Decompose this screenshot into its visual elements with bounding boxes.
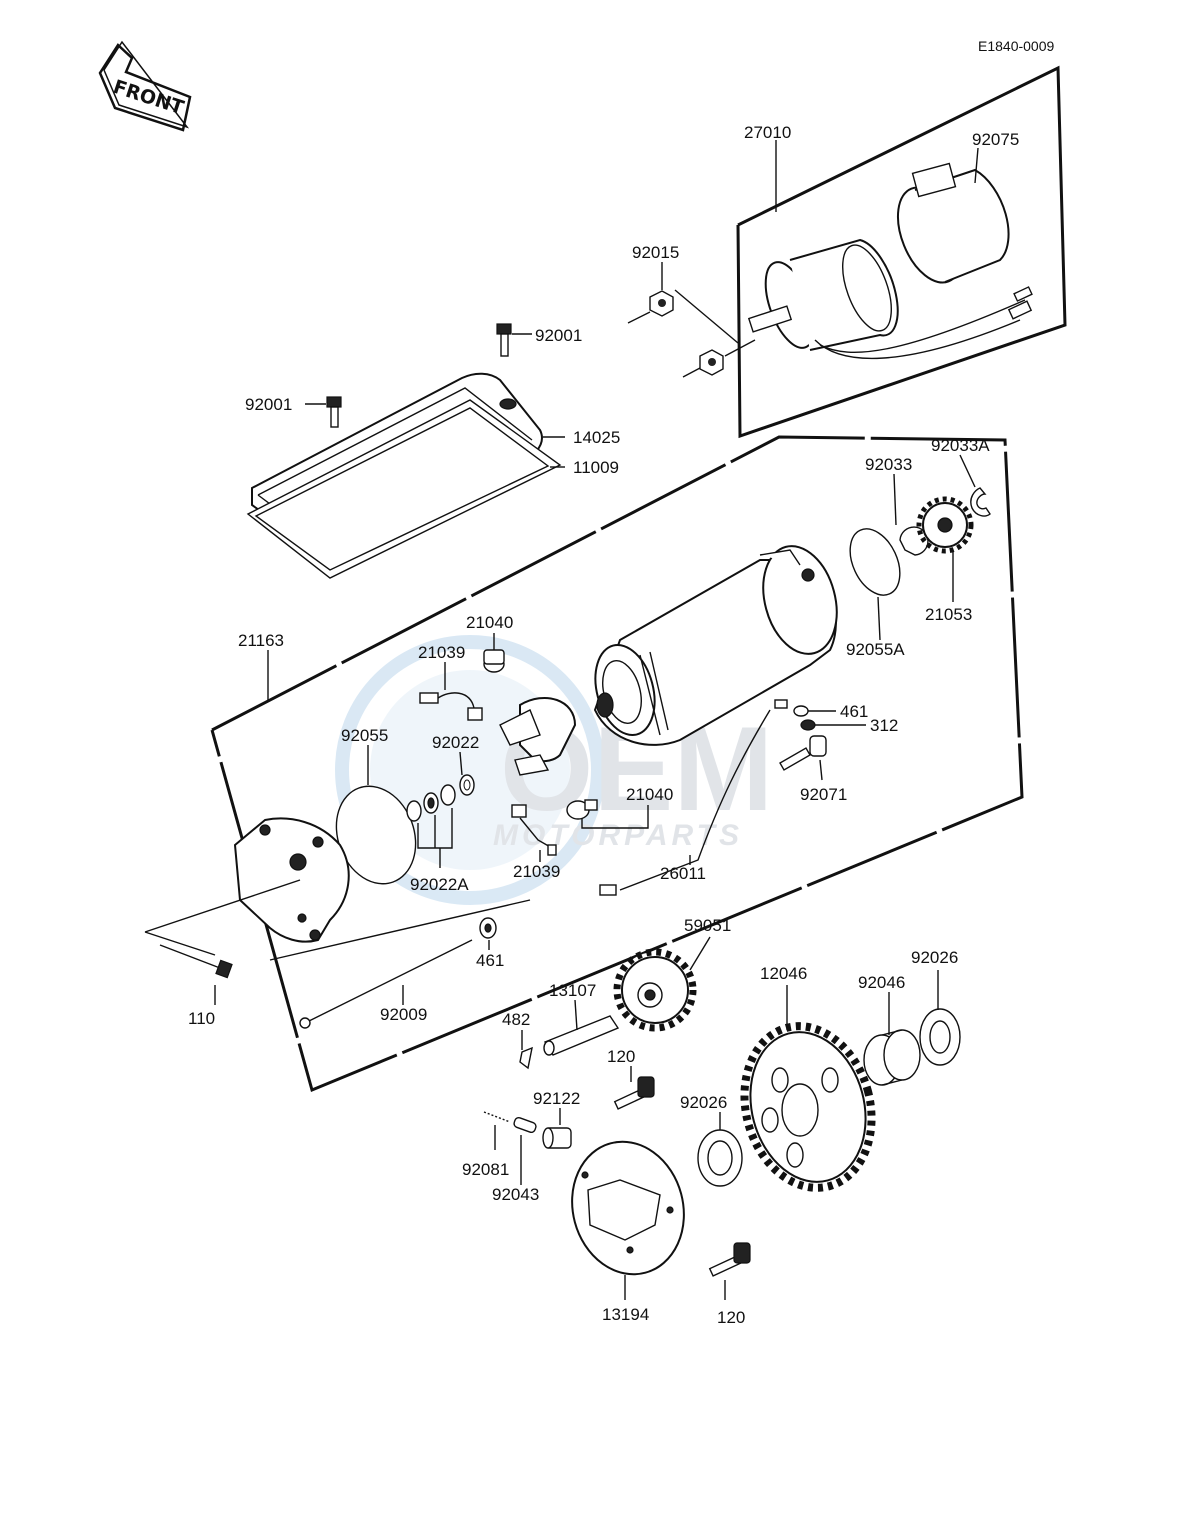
screw-120-bottom [708, 1242, 751, 1277]
pin-92043 [513, 1116, 537, 1134]
brush-holder-21040-top [483, 649, 505, 673]
starter-motor [593, 545, 838, 746]
front-arrow-icon: FRONT [98, 40, 192, 132]
starter-relay [747, 238, 1033, 360]
washers-92022A [406, 784, 456, 822]
label-21039-bottom: 21039 [513, 862, 560, 881]
label-92043: 92043 [492, 1185, 539, 1204]
label-482: 482 [502, 1010, 530, 1029]
label-92001-left: 92001 [245, 395, 292, 414]
label-92081: 92081 [462, 1160, 509, 1179]
sprocket-12046 [740, 1022, 876, 1192]
idle-gear-59051 [613, 948, 697, 1032]
label-14025: 14025 [573, 428, 620, 447]
end-cover [233, 817, 350, 943]
leader-92075 [974, 147, 979, 184]
roller-92122 [542, 1127, 572, 1149]
label-92026-middle: 92026 [680, 1093, 727, 1112]
label-110: 110 [188, 1009, 215, 1028]
label-21053: 21053 [925, 605, 972, 624]
through-bolt-92009 [299, 939, 473, 1029]
starter-frame [210, 435, 1024, 1093]
nut-461-bottom [479, 917, 497, 939]
label-92033: 92033 [865, 455, 912, 474]
bolt-110 [159, 944, 233, 979]
needle-bearing-92046 [863, 1029, 921, 1086]
terminal-bolt-92071 [779, 735, 827, 771]
brush-21039-top [419, 692, 483, 721]
label-92075: 92075 [972, 130, 1019, 149]
label-120-top: 120 [607, 1047, 635, 1066]
label-92009: 92009 [380, 1005, 427, 1024]
label-21039-top: 21039 [418, 643, 465, 662]
label-461-bottom: 461 [476, 951, 504, 970]
label-92046: 92046 [858, 973, 905, 992]
pinion-gear-21053 [916, 496, 974, 554]
label-92022A: 92022A [410, 875, 469, 894]
relay-frame [736, 65, 1067, 439]
label-92001-top: 92001 [535, 326, 582, 345]
label-92022: 92022 [432, 733, 479, 752]
label-92015: 92015 [632, 243, 679, 262]
label-92033A: 92033A [931, 436, 990, 455]
relay-boot [896, 162, 1010, 284]
label-92055A: 92055A [846, 640, 905, 659]
label-21040-bottom: 21040 [626, 785, 673, 804]
watermark-subtitle: MOTORPARTS [493, 819, 743, 852]
o-ring-92055A [849, 528, 901, 596]
label-92026-right: 92026 [911, 948, 958, 967]
label-21040-top: 21040 [466, 613, 513, 632]
lead-26011 [599, 699, 788, 896]
screw-120-top [613, 1076, 655, 1110]
cover-gasket [246, 399, 562, 579]
label-27010: 27010 [744, 123, 791, 142]
label-59051: 59051 [684, 916, 731, 935]
bolt-92001-left [326, 396, 342, 428]
label-12046: 12046 [760, 964, 807, 983]
label-11009: 11009 [573, 458, 619, 477]
label-120-bottom: 120 [717, 1308, 745, 1327]
washer-92026-middle [697, 1129, 743, 1187]
washer-92026-right [919, 1008, 961, 1066]
label-92055: 92055 [341, 726, 388, 745]
diagram-code: E1840-0009 [978, 38, 1055, 54]
brush-21039-bottom [511, 804, 557, 856]
brush-holder-21040-bottom [566, 799, 598, 820]
circlip-92033A [970, 487, 991, 517]
circlip-482 [519, 1046, 533, 1070]
label-92122: 92122 [533, 1089, 580, 1108]
label-13194: 13194 [602, 1305, 649, 1324]
washer-92022 [459, 774, 475, 796]
label-92071: 92071 [800, 785, 847, 804]
shaft-13107 [543, 1015, 620, 1056]
starter-clutch-13194 [571, 1140, 685, 1276]
nut-461-right [793, 705, 809, 717]
spring-92081 [483, 1111, 511, 1123]
brush-plate [499, 696, 577, 776]
label-461-right: 461 [840, 702, 868, 721]
bolt-92001-top [496, 323, 512, 357]
watermark-ring [335, 635, 605, 905]
nut-92015-bottom [699, 349, 724, 376]
label-13107: 13107 [549, 981, 596, 1000]
label-26011: 26011 [660, 864, 706, 883]
washer-312 [800, 719, 816, 731]
nut-92015-top [649, 290, 674, 317]
label-312: 312 [870, 716, 898, 735]
label-21163: 21163 [238, 631, 284, 650]
